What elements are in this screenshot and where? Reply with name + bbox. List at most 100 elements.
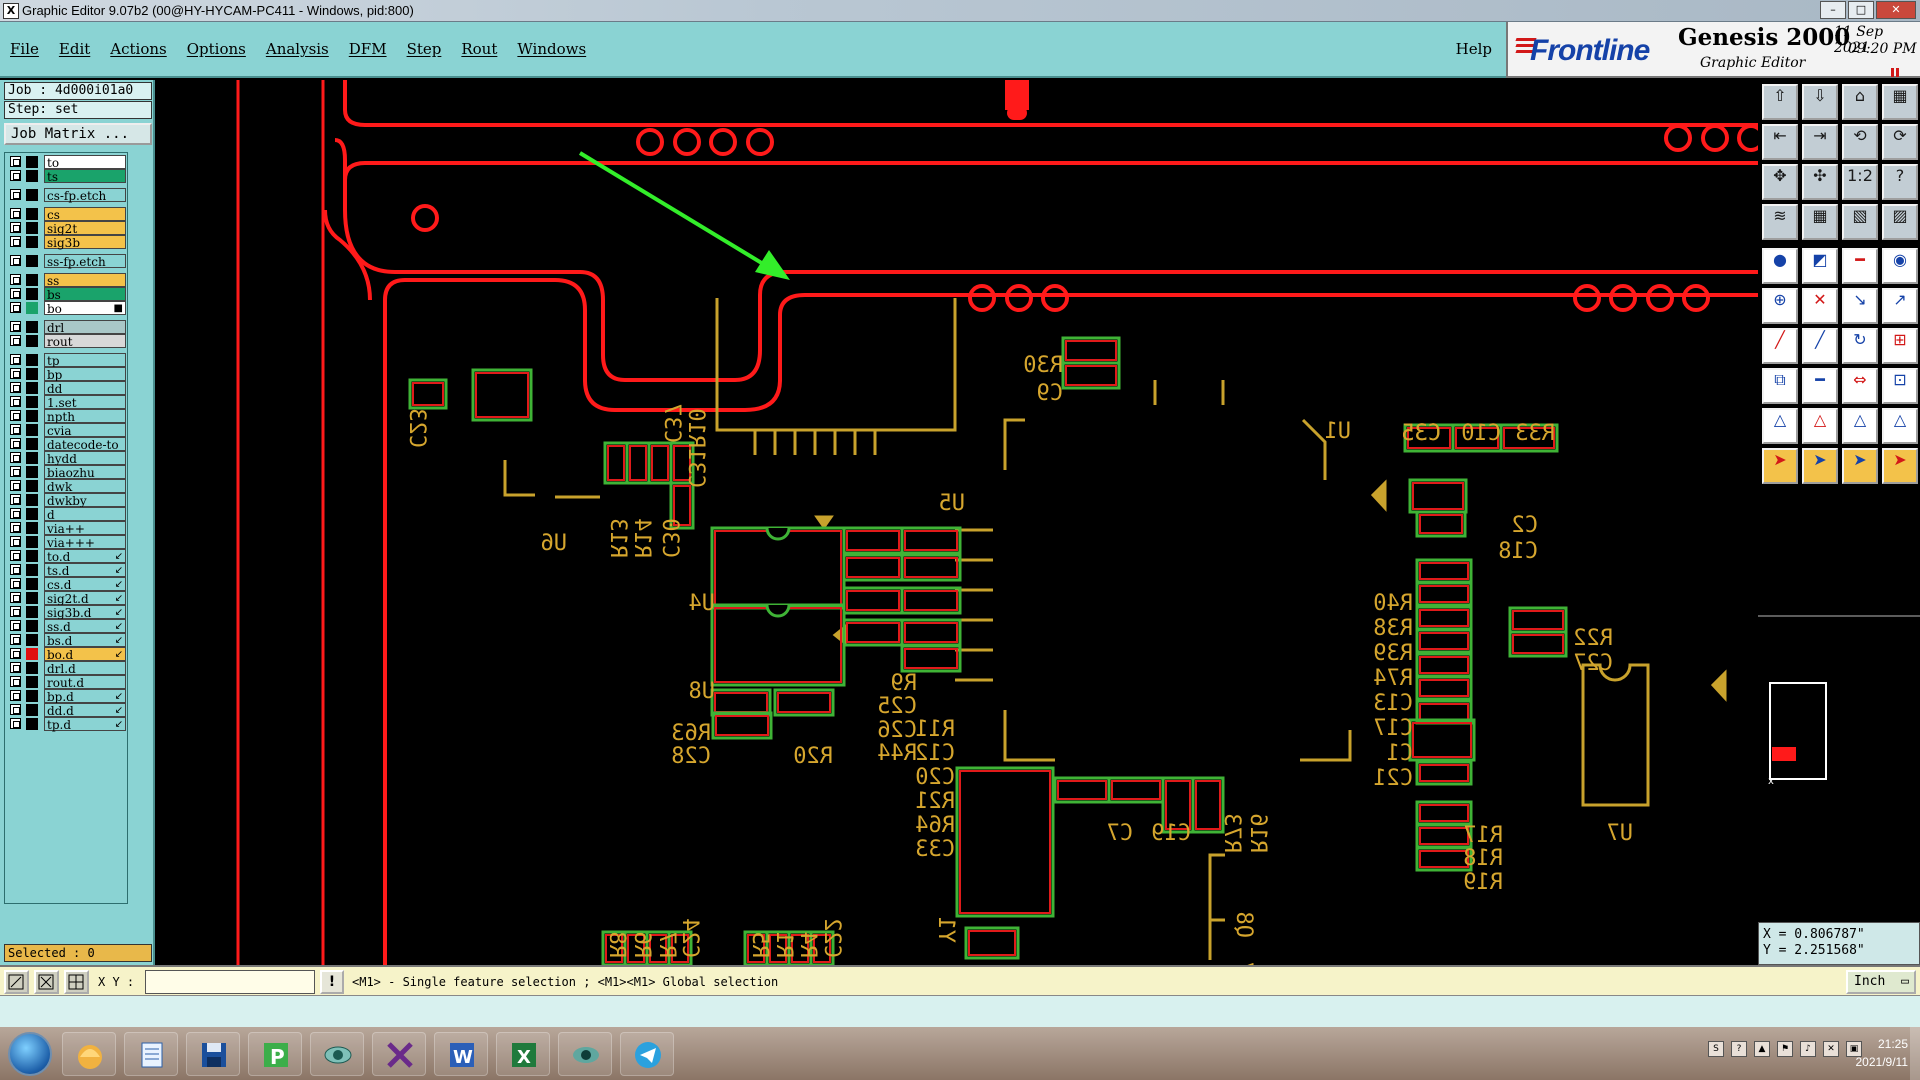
layer-color-swatch[interactable] bbox=[26, 690, 38, 702]
tray-close-icon[interactable]: ✕ bbox=[1823, 1041, 1839, 1057]
layer-color-swatch[interactable] bbox=[26, 170, 38, 182]
layer-row-cs[interactable]: cs bbox=[8, 207, 126, 222]
layer-name[interactable]: sig3b.d↙ bbox=[44, 605, 126, 620]
layer-checkbox[interactable] bbox=[10, 662, 21, 673]
home-tool-button[interactable]: ⌂ bbox=[1842, 84, 1878, 120]
taskbar-shell-icon[interactable] bbox=[62, 1032, 116, 1076]
layer-name[interactable]: d bbox=[44, 507, 126, 522]
close-button[interactable]: ✕ bbox=[1876, 1, 1916, 19]
menu-actions[interactable]: Actions bbox=[110, 40, 167, 58]
layer-checkbox[interactable] bbox=[10, 494, 21, 505]
grid-button[interactable] bbox=[64, 970, 89, 994]
arc-tool-button[interactable]: ↻ bbox=[1842, 328, 1878, 364]
taskbar-clock[interactable]: 21:25 2021/9/11 bbox=[1856, 1035, 1909, 1071]
taskbar-save-icon[interactable] bbox=[186, 1032, 240, 1076]
taskbar-x-app-icon[interactable] bbox=[372, 1032, 426, 1076]
layer-name[interactable]: cs.d↙ bbox=[44, 577, 126, 592]
layer-checkbox[interactable] bbox=[10, 354, 21, 365]
layer-color-swatch[interactable] bbox=[26, 550, 38, 562]
layer-row-bp-d[interactable]: bp.d↙ bbox=[8, 689, 126, 704]
layer-name[interactable]: dd bbox=[44, 381, 126, 396]
taskbar-telegram-icon[interactable] bbox=[620, 1032, 674, 1076]
layer-name[interactable]: drl.d bbox=[44, 661, 126, 676]
menu-step[interactable]: Step bbox=[406, 40, 442, 58]
layer-row-dd[interactable]: dd bbox=[8, 381, 126, 396]
layers-a-tool-button[interactable]: ▧ bbox=[1842, 204, 1878, 240]
layer-name[interactable]: bo.d↙ bbox=[44, 647, 126, 662]
layer-row-sig2t[interactable]: sig2t bbox=[8, 221, 126, 236]
layer-row-ss[interactable]: ss bbox=[8, 273, 126, 288]
layer-row-to[interactable]: to bbox=[8, 155, 126, 170]
layer-color-swatch[interactable] bbox=[26, 564, 38, 576]
layer-checkbox[interactable] bbox=[10, 536, 21, 547]
layer-name[interactable]: drl bbox=[44, 320, 126, 335]
move-tool-button[interactable]: ◩ bbox=[1802, 248, 1838, 284]
layer-color-swatch[interactable] bbox=[26, 718, 38, 730]
window-frame-tool-button[interactable]: ▦ bbox=[1882, 84, 1918, 120]
layer-name[interactable]: via++ bbox=[44, 521, 126, 536]
show-desktop-button[interactable] bbox=[1910, 1027, 1920, 1080]
layer-name[interactable]: ts bbox=[44, 169, 126, 184]
layer-row-to-d[interactable]: to.d↙ bbox=[8, 549, 126, 564]
feature-snap-tool-button[interactable]: ● bbox=[1762, 248, 1798, 284]
layer-checkbox[interactable] bbox=[10, 620, 21, 631]
layer-name[interactable]: sig2t bbox=[44, 221, 126, 236]
array-tool-button[interactable]: ⊡ bbox=[1882, 368, 1918, 404]
layer-checkbox[interactable] bbox=[10, 156, 21, 167]
layer-checkbox[interactable] bbox=[10, 718, 21, 729]
layer-row-bs-d[interactable]: bs.d↙ bbox=[8, 633, 126, 648]
fit-view-tool-button[interactable]: ✥ bbox=[1762, 164, 1798, 200]
layer-checkbox[interactable] bbox=[10, 189, 21, 200]
save-tool-button[interactable]: ⇩ bbox=[1802, 84, 1838, 120]
layer-name[interactable]: rout.d bbox=[44, 675, 126, 690]
layer-checkbox[interactable] bbox=[10, 466, 21, 477]
layer-checkbox[interactable] bbox=[10, 676, 21, 687]
layer-name[interactable]: tp bbox=[44, 353, 126, 368]
taskbar-eye-icon[interactable] bbox=[310, 1032, 364, 1076]
layer-checkbox[interactable] bbox=[10, 480, 21, 491]
layer-name[interactable]: 1.set bbox=[44, 395, 126, 410]
tray-network2-icon[interactable]: ▣ bbox=[1846, 1041, 1862, 1057]
pan-tool-button[interactable]: ✣ bbox=[1802, 164, 1838, 200]
component-pads[interactable] bbox=[408, 336, 1568, 965]
alert-button[interactable]: ! bbox=[320, 970, 344, 994]
taskbar-word-icon[interactable]: W bbox=[434, 1032, 488, 1076]
layer-name[interactable]: via+++ bbox=[44, 535, 126, 550]
layer-color-swatch[interactable] bbox=[26, 578, 38, 590]
measure-button[interactable] bbox=[34, 970, 59, 994]
layer-checkbox[interactable] bbox=[10, 368, 21, 379]
layer-row-sig3b-d[interactable]: sig3b.d↙ bbox=[8, 605, 126, 620]
layer-row-rout-d[interactable]: rout.d bbox=[8, 675, 126, 690]
layer-color-swatch[interactable] bbox=[26, 354, 38, 366]
layer-color-swatch[interactable] bbox=[26, 396, 38, 408]
layer-checkbox[interactable] bbox=[10, 634, 21, 645]
polygon-c-tool-button[interactable]: △ bbox=[1842, 408, 1878, 444]
layer-row-npth[interactable]: npth bbox=[8, 409, 126, 424]
layer-checkbox[interactable] bbox=[10, 236, 21, 247]
hatch-tool-button[interactable]: ≋ bbox=[1762, 204, 1798, 240]
layer-checkbox[interactable] bbox=[10, 550, 21, 561]
layer-row-tp-d[interactable]: tp.d↙ bbox=[8, 717, 126, 732]
layer-color-swatch[interactable] bbox=[26, 480, 38, 492]
layer-name[interactable]: sig3b bbox=[44, 235, 126, 250]
layer-color-swatch[interactable] bbox=[26, 466, 38, 478]
layer-row-datecode-to[interactable]: datecode-to bbox=[8, 437, 126, 452]
menu-file[interactable]: File bbox=[10, 40, 39, 58]
layer-row-drl[interactable]: drl bbox=[8, 320, 126, 335]
layer-row-ts-d[interactable]: ts.d↙ bbox=[8, 563, 126, 578]
layer-row-1-set[interactable]: 1.set bbox=[8, 395, 126, 410]
cursor-c-tool-button[interactable]: ➤ bbox=[1842, 448, 1878, 484]
menu-dfm[interactable]: DFM bbox=[348, 40, 387, 58]
job-matrix-button[interactable]: Job Matrix ... bbox=[4, 123, 152, 145]
layer-checkbox[interactable] bbox=[10, 396, 21, 407]
polygon-d-tool-button[interactable]: △ bbox=[1882, 408, 1918, 444]
pad-select-tool-button[interactable]: ◉ bbox=[1882, 248, 1918, 284]
maximize-button[interactable]: □ bbox=[1848, 1, 1874, 19]
delete-cross-tool-button[interactable]: ✕ bbox=[1802, 288, 1838, 324]
layer-row-dd-d[interactable]: dd.d↙ bbox=[8, 703, 126, 718]
layer-row-bo[interactable]: bo■ bbox=[8, 301, 126, 316]
layer-row-dwk[interactable]: dwk bbox=[8, 479, 126, 494]
undo-view-tool-button[interactable]: ⟳ bbox=[1882, 124, 1918, 160]
layer-name[interactable]: hydd bbox=[44, 451, 126, 466]
